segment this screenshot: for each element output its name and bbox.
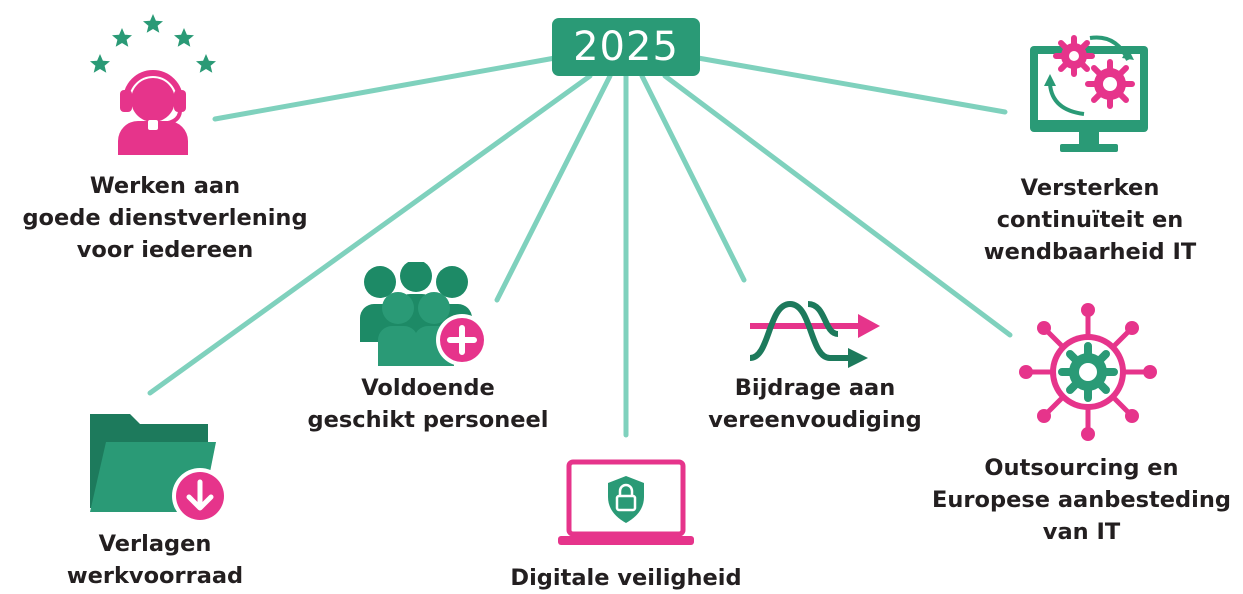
label-line: Bijdrage aan — [734, 375, 896, 401]
team-add-person-icon — [360, 262, 488, 366]
label-line: van IT — [1042, 519, 1121, 545]
goal-label-continuiteit: Versterken continuïteit en wendbaarheid … — [935, 172, 1243, 268]
network-gear-icon — [1019, 303, 1157, 441]
label-line: Voldoende — [361, 375, 495, 401]
connector-line — [639, 73, 747, 283]
label-line: Werken aan — [89, 173, 241, 199]
label-line: voor iedereen — [76, 237, 254, 263]
goal-label-digitale-veiligheid: Digitale veiligheid — [476, 562, 776, 594]
label-line: Verlagen — [98, 531, 212, 557]
connector-line — [662, 73, 1013, 338]
connector-line — [494, 73, 613, 303]
goal-label-werkvoorraad: Verlagen werkvoorraad — [30, 528, 280, 592]
laptop-shield-lock-icon — [558, 459, 694, 545]
goal-label-personeel: Voldoende geschikt personeel — [288, 372, 568, 436]
hub-year-box: 2025 — [552, 18, 700, 76]
label-line: Europese aanbesteding — [932, 487, 1231, 513]
goal-label-vereenvoudiging: Bijdrage aan vereenvoudiging — [690, 372, 940, 436]
goal-label-outsourcing: Outsourcing en Europese aanbesteding van… — [920, 452, 1243, 548]
label-line: goede dienstverlening — [22, 205, 308, 231]
monitor-gears-cycle-icon — [1030, 35, 1148, 152]
connector-line — [147, 73, 593, 396]
label-line: Outsourcing en — [984, 455, 1179, 481]
goal-label-dienstverlening: Werken aan goede dienstverlening voor ie… — [0, 170, 330, 266]
customer-service-headset-icon — [90, 14, 216, 155]
label-line: Versterken — [1020, 175, 1160, 201]
label-line: Digitale veiligheid — [510, 565, 742, 591]
folder-download-icon — [90, 414, 228, 524]
label-line: werkvoorraad — [66, 563, 244, 589]
label-line: continuïteit en — [996, 207, 1184, 233]
wave-arrows-icon — [749, 300, 880, 368]
connector-line — [212, 55, 558, 122]
label-line: vereenvoudiging — [708, 407, 922, 433]
label-line: geschikt personeel — [307, 407, 549, 433]
connector-line — [695, 55, 1008, 115]
label-line: wendbaarheid IT — [983, 239, 1197, 265]
